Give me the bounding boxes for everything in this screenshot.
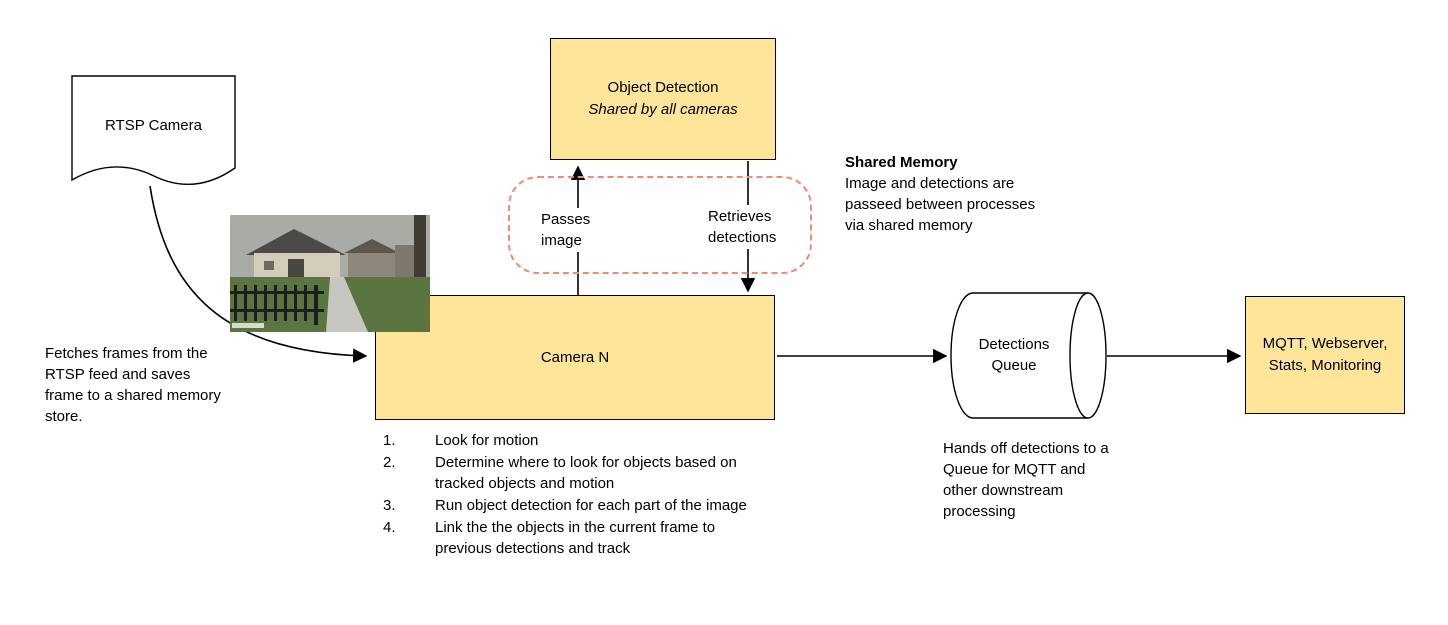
camera-n-node: Camera N [375, 295, 775, 420]
step-number: 1. [383, 432, 396, 449]
step-number: 3. [383, 497, 396, 514]
detections-queue-body-outline [950, 292, 1088, 419]
detections-queue-body-fill [951, 293, 1088, 418]
snapshot-background-house-2 [395, 245, 417, 277]
snapshot-fence-pickets [234, 285, 318, 325]
snapshot-sidewalk [326, 277, 368, 332]
snapshot-door [288, 259, 304, 281]
snapshot-window [264, 261, 274, 270]
list-item: 1. Look for motion [383, 430, 755, 451]
list-item: 4. Link the the objects in the current f… [383, 517, 755, 559]
mqtt-webserver-node: MQTT, Webserver, Stats, Monitoring [1245, 296, 1405, 414]
step-text: Look for motion [435, 432, 539, 449]
shared-memory-note-body: Image and detections are passeed between… [845, 175, 1036, 234]
retrieves-detections-label: Retrieves detections [706, 205, 792, 249]
detections-queue-end-ellipse [1069, 292, 1107, 419]
camera-steps-list: 1. Look for motion 2. Determine where to… [383, 430, 755, 560]
snapshot-roof [246, 229, 346, 255]
camera-snapshot-scene [230, 215, 430, 332]
step-number: 4. [383, 519, 396, 536]
shared-memory-note: Shared Memory Image and detections are p… [845, 152, 1057, 236]
snapshot-timestamp-overlay [232, 323, 264, 328]
passes-image-label: Passes image [539, 208, 607, 252]
snapshot-porch-post [414, 215, 426, 289]
handoff-note: Hands off detections to a Queue for MQTT… [943, 440, 1109, 520]
list-item: 2. Determine where to look for objects b… [383, 452, 755, 494]
step-text: Run object detection for each part of th… [435, 497, 747, 514]
object-detection-node: Object Detection Shared by all cameras [550, 38, 776, 160]
rtsp-camera-document-shape [71, 75, 236, 186]
detections-queue-label: Detections Queue [978, 336, 1050, 374]
snapshot-background-house [348, 251, 396, 277]
shared-memory-dashed-region [508, 176, 812, 274]
object-detection-title: Object Detection [607, 79, 719, 96]
camera-n-label: Camera N [540, 348, 610, 366]
step-number: 2. [383, 454, 396, 471]
camera-snapshot-image [230, 215, 430, 332]
fetch-frames-note: Fetches frames from the RTSP feed and sa… [45, 345, 221, 425]
snapshot-background-roof [344, 239, 400, 253]
rtsp-camera-label: RTSP Camera [105, 117, 202, 134]
step-text: Link the the objects in the current fram… [435, 519, 716, 557]
object-detection-subtitle: Shared by all cameras [588, 101, 738, 118]
mqtt-webserver-label: MQTT, Webserver, Stats, Monitoring [1262, 335, 1388, 374]
arrow-rtsp-to-camera [149, 185, 368, 363]
shared-memory-note-title: Shared Memory [845, 154, 958, 171]
step-text: Determine where to look for objects base… [435, 454, 737, 492]
list-item: 3. Run object detection for each part of… [383, 495, 755, 516]
